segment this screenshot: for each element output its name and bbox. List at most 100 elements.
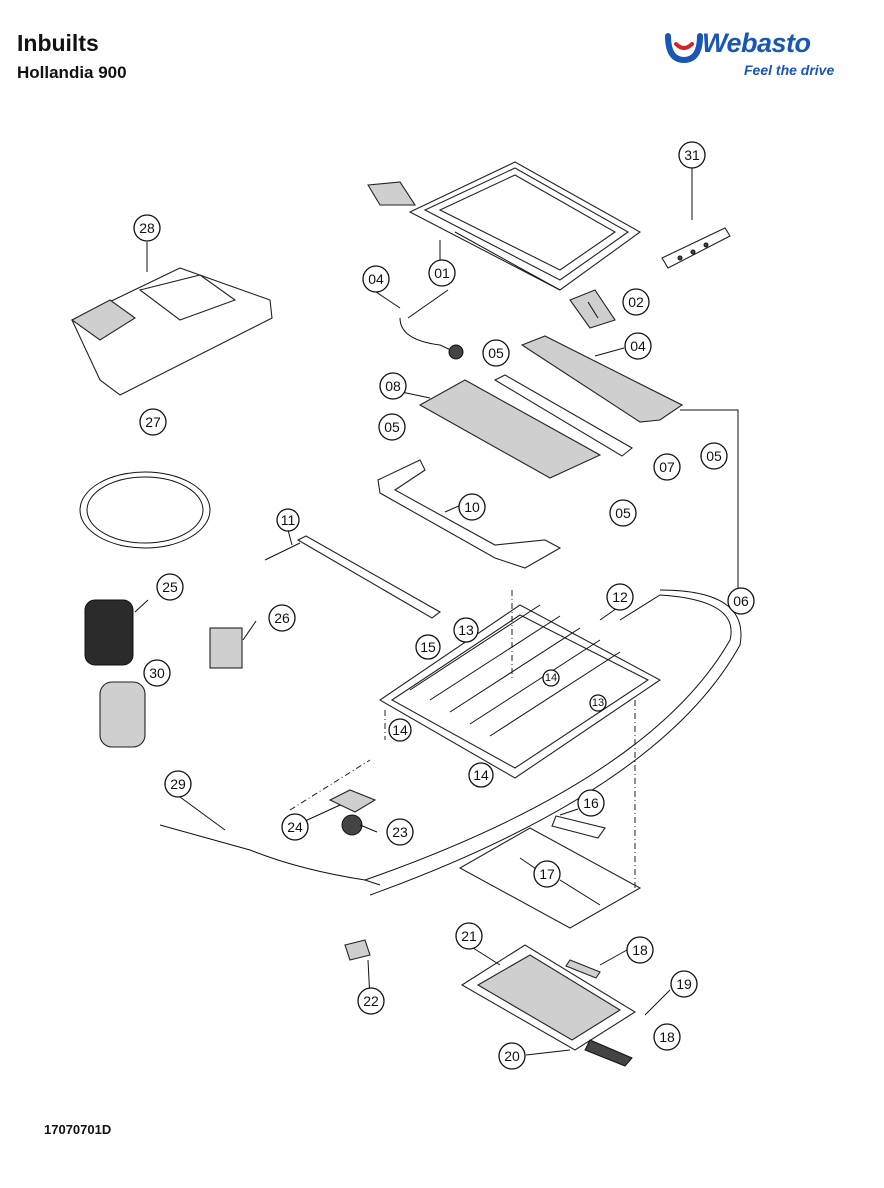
svg-text:10: 10 (464, 499, 480, 515)
svg-text:18: 18 (632, 942, 648, 958)
part-12-main-frame (378, 604, 662, 779)
svg-text:04: 04 (368, 271, 384, 287)
callout-30: 30 (143, 659, 171, 687)
part-29-cable (159, 824, 381, 886)
callout-13b: 13 (589, 694, 607, 712)
svg-text:05: 05 (384, 419, 400, 435)
svg-text:11: 11 (281, 512, 296, 528)
callout-24: 24 (281, 813, 309, 841)
svg-text:22: 22 (363, 993, 379, 1009)
part-04-panel (520, 335, 684, 423)
callout-14c: 14 (468, 762, 494, 788)
part-25-remote (84, 599, 134, 666)
part-01-roof-frame (367, 161, 642, 291)
svg-text:29: 29 (170, 776, 186, 792)
svg-text:27: 27 (145, 414, 161, 430)
part-21-trim-frame (460, 944, 637, 1051)
callout-29: 29 (164, 770, 192, 798)
svg-text:04: 04 (630, 338, 646, 354)
callout-08: 08 (379, 372, 407, 400)
page-subtitle: Hollandia 900 (17, 63, 127, 82)
callout-15: 15 (415, 634, 441, 660)
callout-22: 22 (357, 987, 385, 1015)
callout-14b: 14 (388, 718, 412, 742)
callout-31: 31 (678, 141, 706, 169)
svg-text:05: 05 (706, 448, 722, 464)
document-number: 17070701D (44, 1122, 112, 1137)
svg-text:19: 19 (676, 976, 692, 992)
svg-text:06: 06 (733, 593, 749, 609)
part-31-strip (661, 227, 731, 269)
part-26-switch (209, 627, 243, 669)
svg-text:30: 30 (149, 665, 165, 681)
svg-text:05: 05 (488, 345, 504, 361)
svg-text:28: 28 (139, 220, 155, 236)
svg-text:23: 23 (392, 824, 408, 840)
part-08-panel (418, 379, 602, 479)
part-27-cable (79, 471, 211, 549)
svg-text:14: 14 (392, 722, 408, 738)
part-22-bracket (344, 939, 371, 961)
callout-28: 28 (133, 214, 161, 242)
callout-02: 02 (622, 288, 650, 316)
callout-18a: 18 (626, 936, 654, 964)
svg-text:18: 18 (659, 1029, 675, 1045)
callout-05d: 05 (609, 499, 637, 527)
callout-16: 16 (577, 789, 605, 817)
svg-text:07: 07 (659, 459, 675, 475)
callout-27: 27 (139, 408, 167, 436)
svg-text:15: 15 (420, 639, 436, 655)
page-title: Inbuilts (17, 30, 99, 56)
callout-11: 11 (276, 508, 300, 532)
callout-23: 23 (386, 818, 414, 846)
callout-20: 20 (498, 1042, 526, 1070)
part-16-strip (551, 815, 606, 839)
part-11-rail (296, 535, 442, 619)
svg-text:26: 26 (274, 610, 290, 626)
svg-text:05: 05 (615, 505, 631, 521)
callout-05b: 05 (378, 413, 406, 441)
callout-06: 06 (727, 587, 755, 615)
svg-text:12: 12 (612, 589, 628, 605)
part-30-keypad (99, 681, 146, 748)
svg-text:01: 01 (434, 265, 450, 281)
svg-text:31: 31 (684, 147, 700, 163)
svg-text:14: 14 (473, 767, 489, 783)
callout-26: 26 (268, 604, 296, 632)
callout-25: 25 (156, 573, 184, 601)
callout-19: 19 (670, 970, 698, 998)
logo-tagline: Feel the drive (744, 62, 835, 78)
svg-text:20: 20 (504, 1048, 520, 1064)
callout-05c: 05 (700, 442, 728, 470)
part-10-bar (377, 459, 562, 569)
callout-17: 17 (533, 860, 561, 888)
callout-05a: 05 (482, 339, 510, 367)
callout-03: 04 (362, 265, 390, 293)
svg-text:25: 25 (162, 579, 178, 595)
svg-text:08: 08 (385, 378, 401, 394)
svg-text:21: 21 (461, 928, 477, 944)
svg-text:16: 16 (583, 795, 599, 811)
callout-13a: 13 (453, 617, 479, 643)
svg-text:24: 24 (287, 819, 303, 835)
logo-wordmark: Webasto (702, 28, 811, 58)
part-03-seal (399, 317, 456, 353)
callout-21: 21 (455, 922, 483, 950)
part-24-bracket (328, 789, 377, 813)
callout-07: 07 (653, 453, 681, 481)
svg-text:02: 02 (628, 294, 644, 310)
svg-text:13: 13 (458, 622, 474, 638)
callout-10: 10 (458, 493, 486, 521)
svg-text:14: 14 (545, 672, 557, 684)
webasto-logo: Webasto Feel the drive (664, 28, 864, 84)
part-18-strip (584, 1039, 633, 1067)
callout-01: 01 (428, 259, 456, 287)
callout-12: 12 (606, 583, 634, 611)
svg-text:13: 13 (592, 697, 604, 709)
svg-text:17: 17 (539, 866, 555, 882)
callout-14a: 14 (542, 669, 560, 687)
callout-04: 04 (624, 332, 652, 360)
webasto-w-icon (665, 33, 703, 64)
callout-18b: 18 (653, 1023, 681, 1051)
